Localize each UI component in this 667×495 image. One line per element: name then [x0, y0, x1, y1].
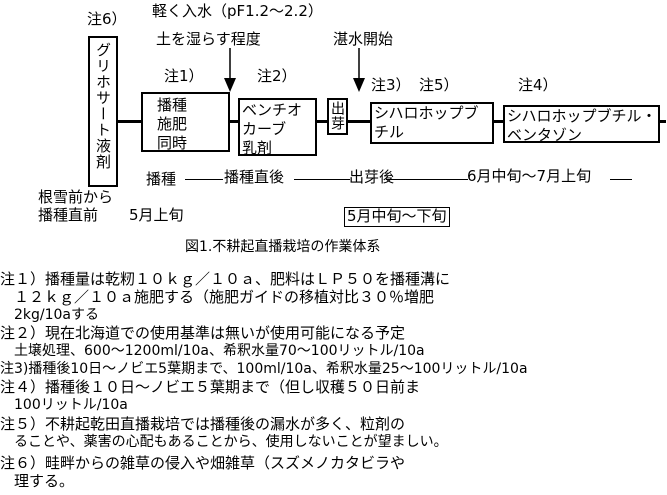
timeline-after-emergence: 出芽後 [349, 168, 395, 186]
timeline-late-period: 6月中旬～7月上旬 [467, 167, 592, 185]
sowing-box-line: 播種 [157, 96, 188, 114]
timeline-segment [386, 179, 468, 180]
note-2-line: 土壌処理、600～1200ml/10a、希釈水量70～100リットル/10a [14, 343, 425, 359]
snow-before-label: 根雪前から [38, 188, 114, 206]
note2-marker: 注2） [257, 67, 297, 85]
sowing-box-line: 同時 [157, 134, 188, 152]
glyphosate-box: グリホサート液剤 [88, 36, 118, 187]
mid-late-may-label: 5月中旬～下旬 [344, 207, 450, 227]
right-before-sowing-label: 播種直前 [38, 206, 99, 224]
timeline-segment [294, 179, 350, 180]
sowing-box-line: 施肥 [157, 115, 188, 133]
note-3-line: 注3)播種後10日～ノビエ5葉期まで、100ml/10a、希釈水量25～100リ… [0, 361, 528, 377]
note-2-line: 注２）現在北海道での使用基準は無いが使用可能になる予定 [0, 324, 406, 342]
cyhalofop-box: シハロホップブ チル [370, 102, 494, 144]
note3-marker: 注3） [371, 76, 411, 94]
cyhalofop-bentazone-box-line: シハロホップブチル・ [507, 107, 657, 125]
timeline-segment [185, 179, 223, 180]
bentiocarb-box-line: 乳剤 [242, 139, 273, 157]
note-1-line: 注１）播種量は乾籾１０ｋｇ／１０ａ、肥料はＬＰ５０を播種溝に [0, 270, 451, 288]
soil-moist-annotation: 土を湿らす程度 [156, 30, 261, 48]
emergence-box: 出芽 [327, 98, 348, 135]
cyhalofop-bentazone-box: シハロホップブチル・ ベンタゾン [503, 105, 660, 144]
cyhalofop-box-line: シハロホップブ [374, 104, 479, 122]
light-water-annotation: 軽く入水（pF1.2～2.2） [152, 2, 323, 20]
sowing-fertilizing-box: 播種 施肥 同時 [141, 92, 230, 152]
note6-marker: 注6） [87, 10, 127, 28]
note-5-line: 注５）不耕起乾田直播栽培では播種後の漏水が多く、粒剤の [0, 415, 406, 433]
note-1-line: 2kg/10aする [14, 307, 100, 323]
note-5-line: ることや、薬害の心配もあることから、使用しないことが望ましい。 [14, 434, 448, 450]
bentiocarb-box: ベンチオ カーブ 乳剤 [238, 98, 317, 157]
bentiocarb-box-line: ベンチオ [242, 101, 303, 119]
note1-marker: 注1） [164, 67, 204, 85]
note5-marker: 注5） [419, 76, 459, 94]
note-6-line: 理する。 [14, 472, 75, 490]
early-may-label: 5月上旬 [129, 206, 184, 224]
flooding-start-annotation: 湛水開始 [333, 30, 394, 48]
figure-caption: 図1.不耕起直播栽培の作業体系 [185, 239, 381, 255]
timeline-segment [610, 179, 632, 180]
water-inflow-arrow-icon [224, 48, 236, 92]
flooding-arrow-icon [353, 48, 365, 92]
bentiocarb-box-line: カーブ [242, 120, 287, 138]
note4-marker: 注4） [518, 76, 558, 94]
cyhalofop-bentazone-box-line: ベンタゾン [507, 126, 583, 144]
note-6-line: 注６）畦畔からの雑草の侵入や畑雑草（スズメノカタビラや [0, 454, 406, 472]
note-4-line: 100リットル/10a [14, 397, 128, 413]
cyhalofop-box-line: チル [374, 123, 405, 141]
timeline-after-sowing: 播種直後 [224, 168, 285, 186]
note-4-line: 注４）播種後１０日～ノビエ５葉期まで（但し収穫５０日前ま [0, 378, 421, 396]
timeline-sowing: 播種 [146, 170, 177, 188]
note-1-line: １２ｋｇ／１０ａ施肥する（施肥ガイドの移植対比３０％増肥 [14, 288, 435, 306]
